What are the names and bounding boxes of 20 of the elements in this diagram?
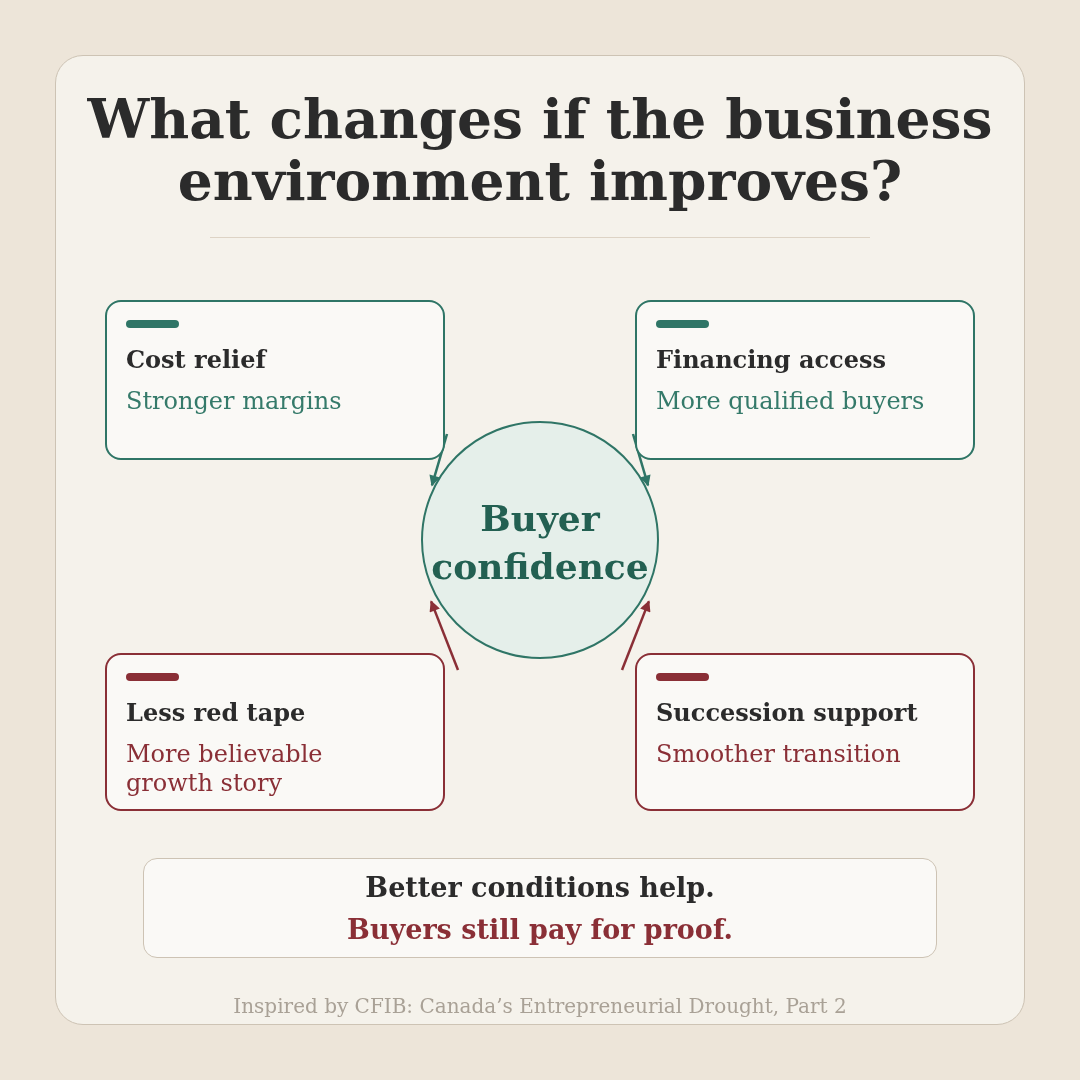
info-card <box>105 653 445 811</box>
card-subtitle: More believable growth story <box>126 740 324 798</box>
summary-text: Better conditions help. <box>365 871 715 905</box>
title: What changes if the business environment improves? <box>86 88 994 212</box>
card-heading: Succession support <box>656 698 918 728</box>
arrow <box>429 600 460 671</box>
source-note: Inspired by CFIB: Canada’s Entrepreneurial Drought, Part 2 <box>233 993 847 1020</box>
circle-label: Buyer confidence <box>430 496 650 589</box>
card-heading: Financing access <box>656 345 886 375</box>
card-subtitle: Smoother transition <box>656 740 901 769</box>
info-card <box>105 300 445 460</box>
summary-emphasis: Buyers still pay for proof. <box>347 913 733 947</box>
card-subtitle: More qualified buyers <box>656 387 925 416</box>
info-card <box>635 653 975 811</box>
arrow <box>620 600 651 671</box>
info-card <box>635 300 975 460</box>
card-subtitle: Stronger margins <box>126 387 342 416</box>
card-heading: Cost relief <box>126 345 266 375</box>
summary-box <box>143 858 937 958</box>
card-heading: Less red tape <box>126 698 306 728</box>
